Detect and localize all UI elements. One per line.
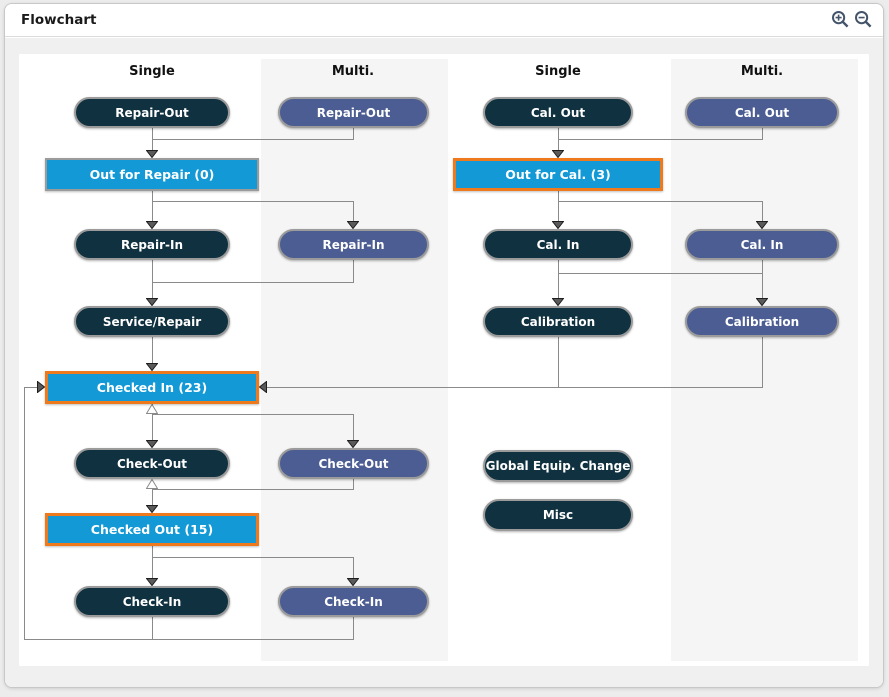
multi-column-band-left (261, 59, 448, 661)
flowchart-content: Single Multi. Single Multi. (5, 38, 883, 687)
connector-line (353, 414, 354, 440)
node-global-equip-change[interactable]: Global Equip. Change (483, 450, 633, 482)
arrowhead-down-icon (755, 221, 769, 230)
node-repair-out-multi[interactable]: Repair-Out (278, 97, 429, 128)
arrowhead-down-icon (346, 221, 360, 230)
connector-line (152, 260, 153, 298)
arrowhead-down-icon (551, 298, 565, 307)
arrowhead-down-icon (755, 298, 769, 307)
connector-line (353, 617, 354, 639)
arrowhead-right-icon (37, 380, 46, 394)
node-check-in-single[interactable]: Check-In (74, 586, 230, 617)
connector-line (152, 191, 153, 221)
column-header-multi-left: Multi. (331, 64, 375, 79)
arrowhead-down-icon (145, 440, 159, 449)
connector-line (152, 404, 153, 440)
node-repair-in-single[interactable]: Repair-In (74, 229, 230, 260)
connector-line (152, 337, 153, 363)
connector-line (152, 546, 153, 558)
arrowhead-down-icon (145, 221, 159, 230)
connector-line (558, 201, 763, 202)
magnifier-minus-icon (853, 11, 874, 33)
node-cal-out-multi[interactable]: Cal. Out (685, 97, 839, 128)
connector-line (353, 201, 354, 221)
connector-line (267, 387, 763, 388)
connector-line (558, 260, 559, 298)
arrowhead-down-icon (551, 221, 565, 230)
connector-line (353, 557, 354, 578)
arrowhead-down-icon (145, 298, 159, 307)
connector-line (152, 489, 354, 490)
arrowhead-down-icon (145, 505, 159, 514)
node-calibration-single[interactable]: Calibration (483, 306, 633, 337)
connector-line (762, 128, 763, 140)
connector-line (762, 260, 763, 298)
node-calibration-multi[interactable]: Calibration (685, 306, 839, 337)
node-repair-out-single[interactable]: Repair-Out (74, 97, 230, 128)
multi-column-band-right (671, 59, 858, 661)
connector-line (152, 282, 354, 283)
arrowhead-up-hollow-icon (145, 403, 159, 414)
node-checked-out[interactable]: Checked Out (15) (45, 513, 259, 546)
connector-line (24, 387, 25, 639)
arrowhead-down-icon (145, 363, 159, 372)
node-check-in-multi[interactable]: Check-In (278, 586, 429, 617)
flowchart-window: Flowchart (4, 3, 884, 688)
node-misc[interactable]: Misc (483, 499, 633, 531)
node-repair-in-multi[interactable]: Repair-In (278, 229, 429, 260)
arrowhead-down-icon (145, 578, 159, 587)
node-check-out-multi[interactable]: Check-Out (278, 448, 429, 479)
node-service-repair[interactable]: Service/Repair (74, 306, 230, 337)
connector-line (152, 139, 354, 140)
connector-line (353, 479, 354, 489)
node-cal-out-single[interactable]: Cal. Out (483, 97, 633, 128)
node-cal-in-single[interactable]: Cal. In (483, 229, 633, 260)
zoom-in-button[interactable] (829, 9, 852, 32)
arrowhead-down-icon (346, 440, 360, 449)
arrowhead-down-icon (346, 578, 360, 587)
arrowhead-down-icon (551, 150, 565, 159)
connector-line (152, 617, 153, 639)
node-check-out-single[interactable]: Check-Out (74, 448, 230, 479)
node-out-for-repair[interactable]: Out for Repair (0) (45, 158, 259, 191)
connector-line (762, 201, 763, 221)
connector-line (558, 139, 763, 140)
connector-line (152, 557, 354, 558)
connector-line (24, 387, 37, 388)
connector-line (558, 273, 763, 274)
connector-line (558, 337, 559, 387)
zoom-toolbar (829, 9, 875, 32)
connector-line (152, 489, 153, 505)
node-cal-in-multi[interactable]: Cal. In (685, 229, 839, 260)
page-title: Flowchart (21, 12, 97, 28)
connector-line (24, 639, 354, 640)
flowchart-canvas: Single Multi. Single Multi. (19, 54, 869, 666)
connector-line (353, 128, 354, 140)
connector-line (353, 260, 354, 283)
connector-line (152, 414, 354, 415)
column-header-single-right: Single (535, 64, 581, 79)
column-header-multi-right: Multi. (740, 64, 784, 79)
connector-line (558, 191, 559, 221)
magnifier-plus-icon (830, 11, 851, 33)
column-header-single-left: Single (129, 64, 175, 79)
connector-line (152, 201, 354, 202)
node-checked-in[interactable]: Checked In (23) (45, 371, 259, 404)
connector-line (762, 337, 763, 387)
title-bar: Flowchart (5, 4, 883, 37)
zoom-out-button[interactable] (852, 9, 875, 32)
arrowhead-left-icon (258, 380, 267, 394)
arrowhead-down-icon (145, 150, 159, 159)
connector-line (152, 557, 153, 578)
arrowhead-up-hollow-icon (145, 478, 159, 489)
node-out-for-cal[interactable]: Out for Cal. (3) (453, 158, 663, 191)
